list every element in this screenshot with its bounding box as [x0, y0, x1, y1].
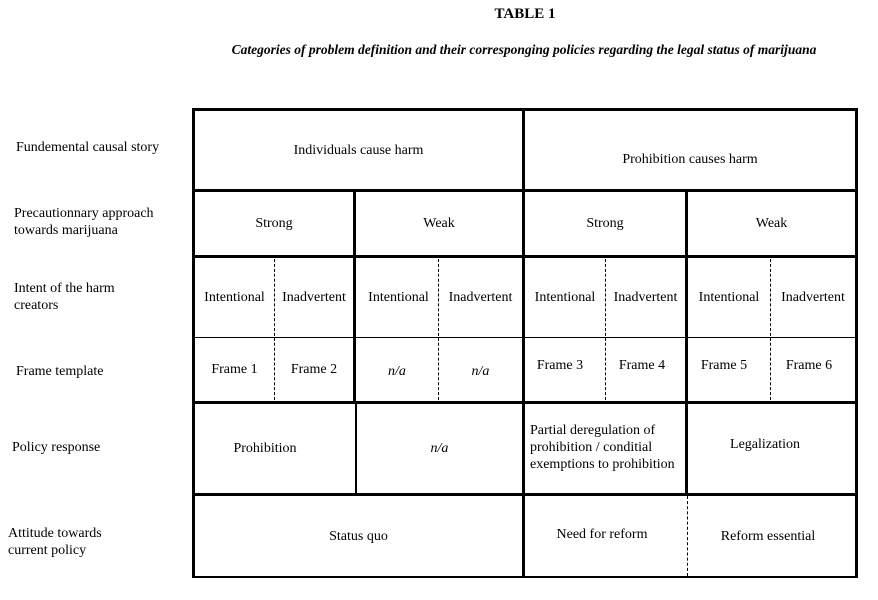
cell-frame-5: Frame 5	[700, 358, 748, 373]
grid-line	[855, 108, 858, 578]
cell-intent-inadvertent: Inadvertent	[781, 290, 845, 305]
policy-partial-line2: prohibition / conditial	[530, 439, 653, 455]
cell-frame-4: Frame 4	[618, 358, 666, 373]
cell-intent-inadvertent: Inadvertent	[448, 290, 513, 305]
cell-frame-na: n/a	[388, 364, 406, 379]
cell-policy-partial-deregulation: Partial deregulation of prohibition / co…	[530, 404, 686, 490]
cell-intent-intentional: Intentional	[368, 290, 429, 305]
grid-line	[192, 576, 858, 578]
cell-precaution-strong: Strong	[586, 216, 624, 231]
dashed-divider	[274, 259, 275, 400]
row-label-precaution: Precautionnary approach towards marijuan…	[14, 205, 154, 239]
table-title: TABLE 1	[494, 6, 556, 22]
cell-frame-6: Frame 6	[785, 358, 833, 373]
dashed-divider	[770, 259, 771, 400]
row-label-intent: Intent of the harm creators	[14, 280, 115, 314]
row-label-intent-line1: Intent of the harm	[14, 281, 115, 296]
grid-line	[192, 108, 195, 578]
cell-intent-inadvertent: Inadvertent	[282, 290, 346, 305]
cell-precaution-weak: Weak	[423, 216, 455, 231]
cell-precaution-weak: Weak	[755, 216, 788, 231]
cell-policy-legalization: Legalization	[730, 436, 800, 452]
policy-partial-line3: exemptions to prohibition	[530, 456, 675, 472]
grid-line	[685, 189, 688, 404]
grid-line	[192, 108, 858, 111]
dashed-divider	[438, 259, 439, 400]
row-label-causal-story: Fundemental causal story	[16, 140, 160, 155]
grid-line	[522, 108, 525, 578]
row-label-frame-template: Frame template	[16, 364, 104, 379]
dashed-divider	[605, 259, 606, 400]
cell-frame-na: n/a	[471, 364, 490, 379]
dashed-divider	[687, 496, 688, 576]
grid-line	[192, 401, 858, 404]
row-label-precaution-line2: towards marijuana	[14, 223, 118, 238]
grid-line	[192, 337, 858, 338]
row-label-policy-response: Policy response	[12, 440, 101, 455]
grid-line	[353, 189, 356, 404]
grid-line	[192, 493, 858, 496]
cell-intent-inadvertent: Inadvertent	[613, 290, 678, 305]
policy-partial-line1: Partial deregulation of	[530, 422, 656, 438]
cell-frame-2: Frame 2	[290, 362, 338, 377]
cell-intent-intentional: Intentional	[698, 290, 760, 305]
cell-prohibition-causes-harm: Prohibition causes harm	[622, 151, 758, 167]
grid-line	[192, 255, 858, 258]
grid-line	[685, 401, 688, 496]
cell-intent-intentional: Intentional	[534, 290, 596, 305]
cell-attitude-need-reform: Need for reform	[556, 526, 648, 542]
row-label-attitude: Attitude towards current policy	[8, 525, 102, 559]
grid-line	[192, 189, 858, 192]
row-label-attitude-line1: Attitude towards	[8, 526, 102, 541]
cell-individuals-cause-harm: Individuals cause harm	[293, 142, 424, 158]
cell-frame-3: Frame 3	[536, 358, 584, 373]
cell-intent-intentional: Intentional	[204, 290, 265, 305]
grid-line	[355, 401, 357, 496]
table-caption: Categories of problem definition and the…	[231, 42, 817, 57]
cell-attitude-status-quo: Status quo	[329, 528, 388, 544]
cell-policy-prohibition: Prohibition	[233, 441, 297, 456]
row-label-intent-line2: creators	[14, 298, 59, 313]
row-label-precaution-line1: Precautionnary approach	[14, 206, 154, 221]
cell-precaution-strong: Strong	[255, 216, 293, 231]
cell-frame-1: Frame 1	[211, 362, 258, 377]
row-label-attitude-line2: current policy	[8, 543, 87, 558]
cell-attitude-reform-essential: Reform essential	[720, 528, 816, 544]
cell-policy-na: n/a	[430, 441, 449, 456]
